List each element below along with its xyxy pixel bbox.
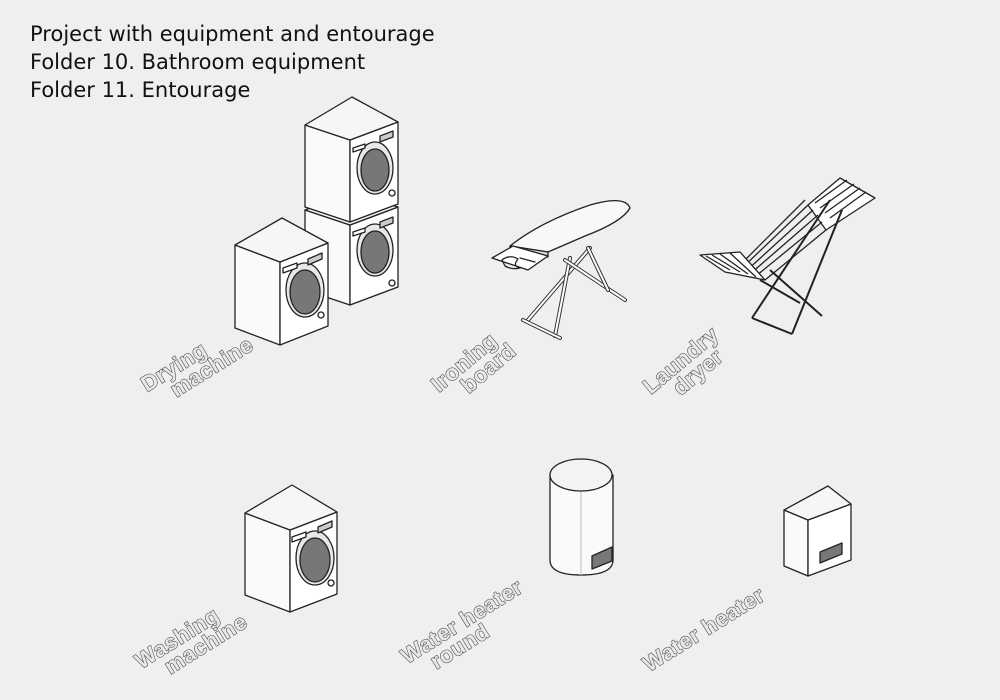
folder-10-title: Folder 10. Bathroom equipment bbox=[30, 50, 366, 74]
header: Project with equipment and entourage Fol… bbox=[30, 20, 435, 104]
project-title: Project with equipment and entourage bbox=[30, 22, 435, 46]
folder-11-title: Folder 11. Entourage bbox=[30, 78, 251, 102]
